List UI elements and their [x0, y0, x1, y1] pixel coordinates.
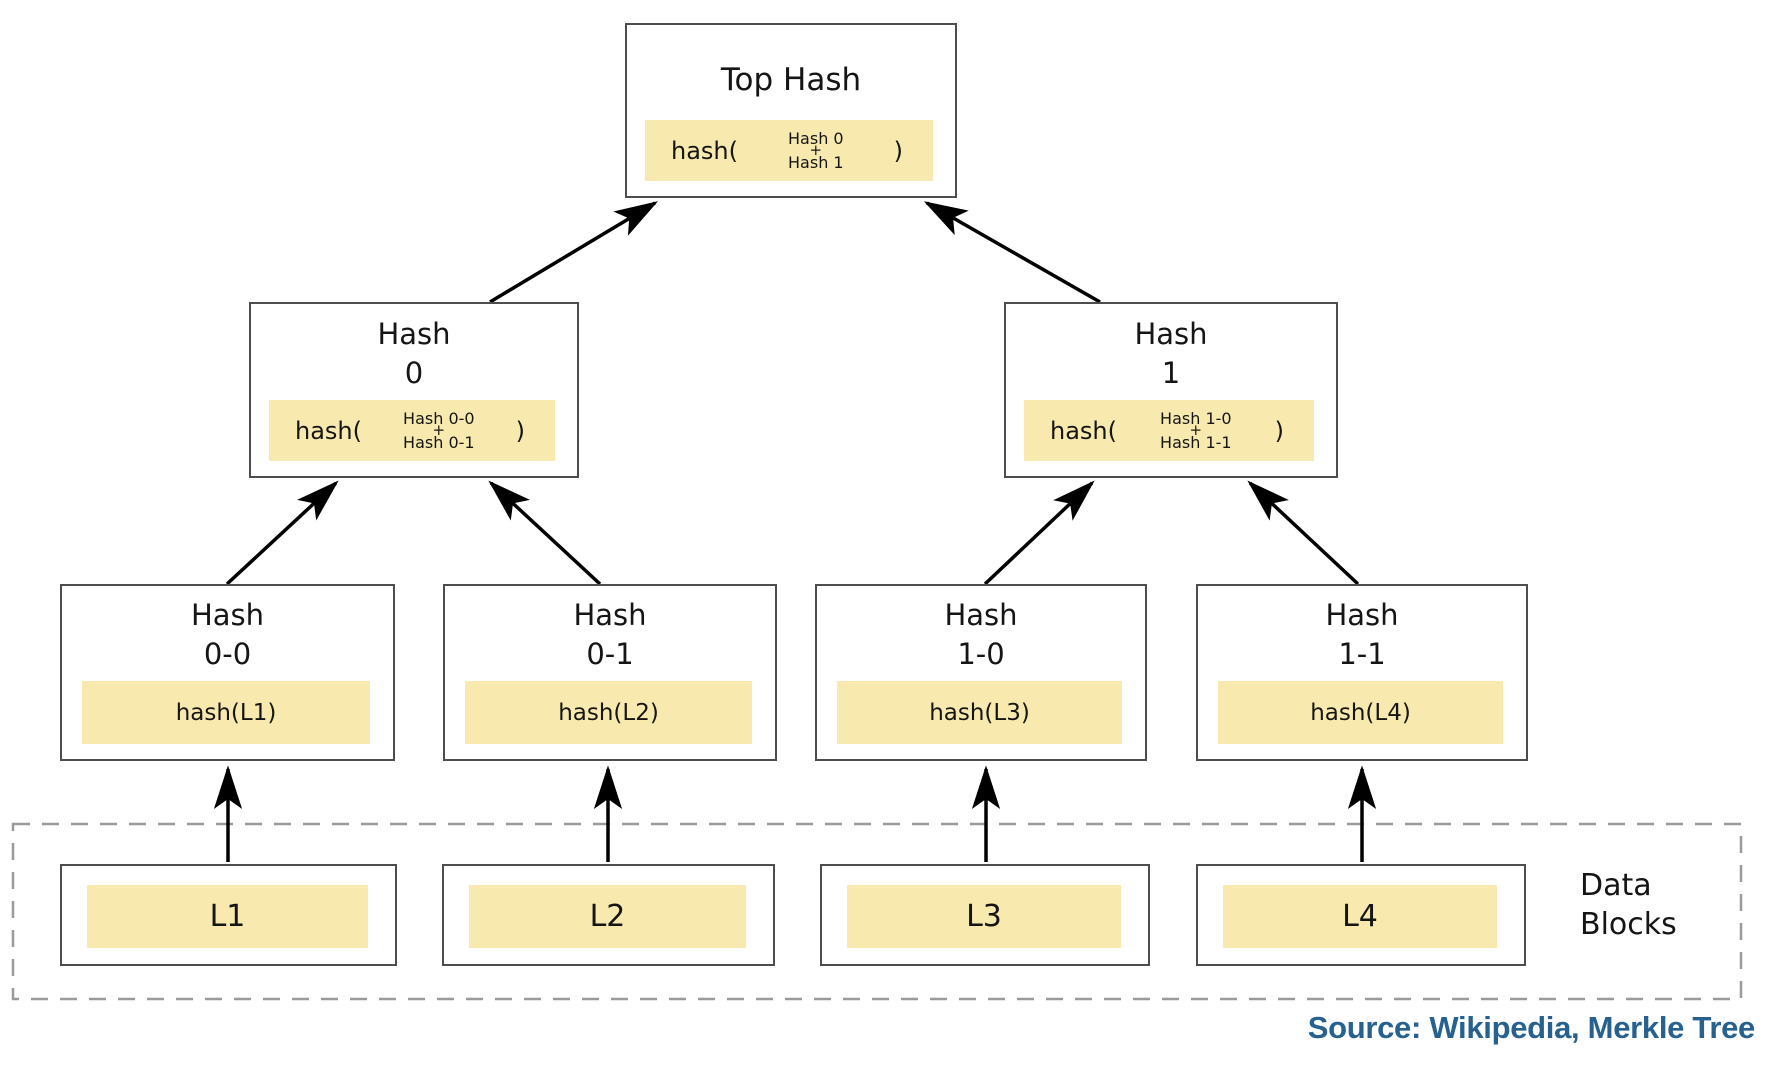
title-line-1: Hash: [1325, 598, 1399, 632]
hash-formula: hash( Hash 0 + Hash 1 ): [645, 120, 933, 181]
hash-formula: hash(L3): [837, 681, 1122, 744]
arrow-hash00-to-hash0: [225, 480, 339, 586]
data-blocks-dashed-region: [11, 822, 1743, 1001]
data-block-label: L1: [87, 885, 368, 948]
title-line-1: Hash: [377, 317, 451, 351]
formula-operands: Hash 0 + Hash 1: [738, 129, 894, 172]
formula-prefix: hash(: [295, 416, 362, 445]
operand-top: Hash 0: [788, 129, 844, 148]
formula-prefix: hash(: [1050, 416, 1117, 445]
title-line-2: 0: [404, 356, 424, 390]
node-top-hash: Top Hash hash( Hash 0 + Hash 1 ): [625, 23, 957, 198]
operand-bottom: Hash 1: [788, 153, 844, 172]
title-line-1: Hash: [190, 598, 265, 632]
node-title: Hash 1-1: [1198, 596, 1526, 674]
node-hash-0-0: Hash 0-0 hash(L1): [60, 584, 395, 761]
plus-operator: +: [809, 141, 823, 159]
arrow-hash1-to-tophash: [923, 201, 1101, 304]
title-line-2: 0-0: [203, 637, 252, 671]
title-line-1: Hash: [944, 598, 1018, 632]
title-line-2: 1-1: [1338, 637, 1386, 671]
data-block-label: L4: [1223, 885, 1497, 948]
formula-suffix: ): [893, 136, 903, 165]
plus-operator: +: [1189, 421, 1203, 439]
formula-suffix: ): [515, 416, 525, 445]
node-hash-1-1: Hash 1-1 hash(L4): [1196, 584, 1528, 761]
title-line-2: 0-1: [586, 637, 634, 671]
node-hash-0-1: Hash 0-1 hash(L2): [443, 584, 777, 761]
data-blocks-caption: Data Blocks: [1580, 866, 1677, 944]
operand-bottom: Hash 1-1: [1160, 433, 1232, 452]
arrow-hash10-to-hash1: [983, 480, 1095, 586]
title-line-1: Hash: [1134, 317, 1208, 351]
arrow-hash01-to-hash0: [488, 480, 602, 586]
node-hash-1: Hash 1 hash( Hash 1-0 + Hash 1-1 ): [1004, 302, 1338, 478]
source-attribution: Source: Wikipedia, Merkle Tree: [1307, 1010, 1756, 1045]
data-block-l4: L4: [1196, 864, 1526, 966]
node-hash-1-0: Hash 1-0 hash(L3): [815, 584, 1147, 761]
title-line-1: Hash: [573, 598, 647, 632]
data-block-l3: L3: [820, 864, 1150, 966]
node-title: Hash 1-0: [817, 596, 1145, 674]
title-line-2: 1: [1161, 356, 1181, 390]
formula-operands: Hash 0-0 + Hash 0-1: [362, 409, 516, 452]
node-title: Hash 0-0: [62, 596, 393, 674]
caption-line-2: Blocks: [1580, 907, 1677, 942]
caption-line-1: Data: [1580, 868, 1652, 903]
formula-operands: Hash 1-0 + Hash 1-1: [1117, 409, 1275, 452]
formula-prefix: hash(: [671, 136, 738, 165]
hash-formula: hash( Hash 0-0 + Hash 0-1 ): [269, 400, 555, 461]
operand-top: Hash 0-0: [403, 409, 475, 428]
operand-bottom: Hash 0-1: [403, 433, 475, 452]
formula-suffix: ): [1274, 416, 1284, 445]
arrow-hash0-to-tophash: [489, 201, 659, 304]
node-title: Hash 0-1: [445, 596, 775, 674]
data-block-l2: L2: [442, 864, 775, 966]
node-title: Hash 0: [251, 315, 577, 393]
node-hash-0: Hash 0 hash( Hash 0-0 + Hash 0-1 ): [249, 302, 579, 478]
node-title: Hash 1: [1006, 315, 1336, 393]
hash-formula: hash( Hash 1-0 + Hash 1-1 ): [1024, 400, 1314, 461]
hash-formula: hash(L2): [465, 681, 752, 744]
hash-formula: hash(L1): [82, 681, 370, 744]
arrow-hash11-to-hash1: [1247, 480, 1360, 586]
operand-top: Hash 1-0: [1160, 409, 1232, 428]
data-block-label: L3: [847, 885, 1121, 948]
node-title: Top Hash: [720, 62, 862, 98]
hash-formula: hash(L4): [1218, 681, 1503, 744]
plus-operator: +: [432, 421, 446, 439]
data-block-l1: L1: [60, 864, 397, 966]
title-line-2: 1-0: [957, 637, 1005, 671]
data-block-label: L2: [469, 885, 746, 948]
